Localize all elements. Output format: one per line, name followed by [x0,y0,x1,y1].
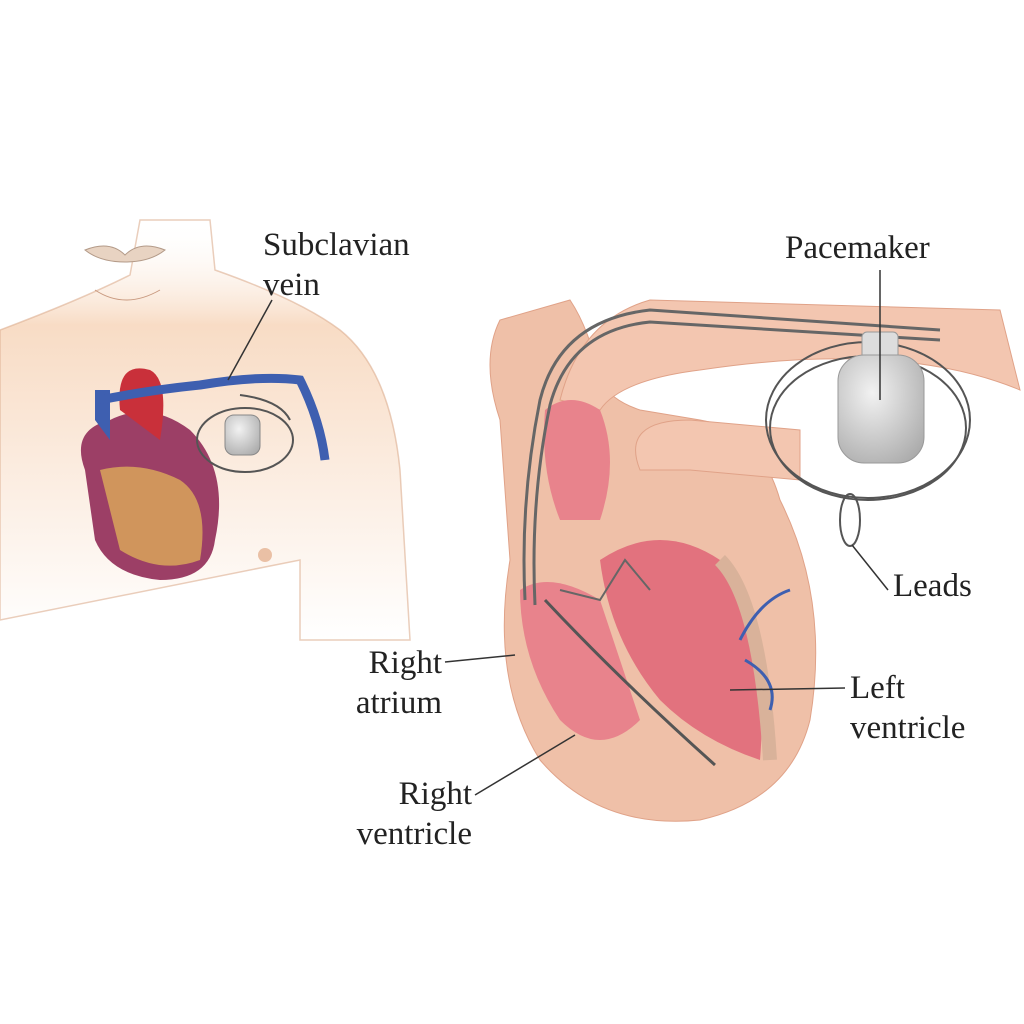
small-heart [80,368,330,580]
large-heart [489,299,1021,822]
small-pacemaker [196,394,294,473]
leader-lines [227,270,889,796]
label-leads: Leads [893,568,972,604]
label-pacemaker: Pacemaker [785,230,930,266]
